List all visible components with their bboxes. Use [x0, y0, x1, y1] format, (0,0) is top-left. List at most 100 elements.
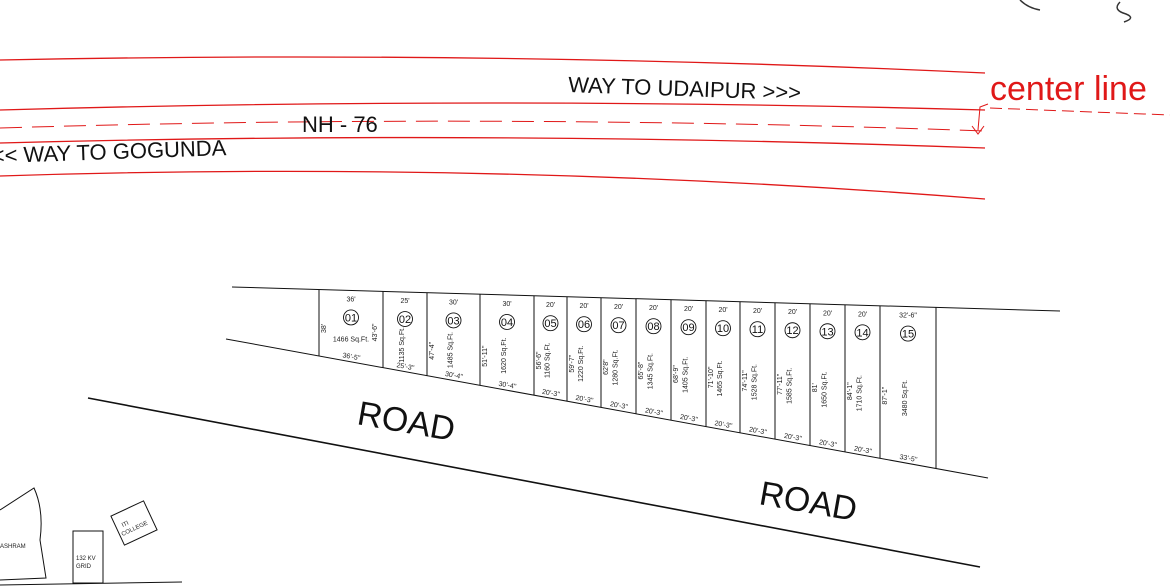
- plot-number-circle: [680, 319, 697, 336]
- plot-number: 13: [821, 326, 833, 338]
- college-building: ITI COLLEGE: [110, 500, 158, 546]
- plot-top-dimension: 20': [823, 310, 832, 317]
- plot-side-dimension: 71'-10": [708, 366, 715, 388]
- plot-number: 10: [717, 323, 729, 335]
- plot-number-circle: [900, 325, 916, 342]
- plot-top-dimension: 32'-6": [899, 313, 917, 320]
- plot-number: 09: [682, 322, 694, 334]
- plot-bottom-dimension: 20'-3": [541, 389, 560, 399]
- college-label: ITI COLLEGE: [117, 513, 149, 538]
- plot-top-dimension: 25': [400, 298, 409, 305]
- plot-area: 1220 Sq.Ft.: [578, 346, 585, 382]
- plot-top-dimension: 20': [718, 307, 727, 314]
- plot-number: 04: [501, 317, 513, 329]
- plot-side-dimension: 62'8": [603, 359, 610, 375]
- plot-number-circle: [343, 309, 359, 326]
- grid-label-text: 132 KV: [76, 556, 96, 562]
- plot-top-dimension: 20': [753, 308, 762, 315]
- plot-bottom-dimension: 36'-5": [342, 352, 361, 362]
- plot-side-dimension: 51'-11": [482, 345, 489, 367]
- ashram-outline: [0, 487, 47, 581]
- plot-number: 05: [544, 318, 556, 330]
- plot-area: 1135 Sq.Ft.: [399, 327, 406, 363]
- plot-number-circle: [784, 322, 801, 339]
- road-label-right: ROAD: [757, 474, 860, 528]
- plot-bottom-dimension: 20'-3": [679, 414, 698, 424]
- highway-center-line: [0, 120, 986, 132]
- road-line: [87, 397, 981, 568]
- plot-area: 3480 Sq.Ft.: [902, 380, 909, 416]
- plot-bottom-dimension: 33'-5": [899, 454, 918, 464]
- plot-13[interactable]: 20' 13 20'-3" 1650 Sq.Ft.81': [812, 304, 846, 452]
- plot-bottom-dimension: 20'-3": [644, 408, 663, 418]
- way-to-gogunda-label: << WAY TO GOGUNDA: [0, 135, 227, 168]
- plot-number-circle: [445, 312, 462, 329]
- block-top-line: [231, 286, 1061, 312]
- plot-block-frame: [225, 286, 1061, 479]
- plot-07[interactable]: 20' 07 20'-3" 1280 Sq.Ft.62'8": [603, 298, 637, 414]
- plot-bottom-dimension: 20'-3": [748, 426, 767, 436]
- plot-number-circle: [645, 318, 662, 335]
- plot-top-dimension: 20': [579, 303, 588, 310]
- plot-area: 1280 Sq.Ft.: [613, 349, 620, 385]
- plot-bottom-dimension: 20'-3": [818, 439, 837, 449]
- plot-number-circle: [819, 323, 836, 340]
- plot-area: 1466 Sq.Ft.: [333, 336, 369, 343]
- plot-number: 12: [786, 325, 798, 337]
- plot-number-circle: [542, 315, 559, 332]
- highway-edge-bottom: [0, 170, 986, 200]
- center-line-label-underline: [989, 107, 1170, 116]
- plot-number-circle: [749, 321, 766, 338]
- plot-number-circle: [610, 317, 627, 334]
- highway-lane-line-1: [0, 102, 986, 111]
- plot-bottom-dimension: 20'-3": [714, 420, 733, 430]
- grid-building: [72, 530, 104, 584]
- plot-area: 1485 Sq.Ft.: [448, 332, 455, 368]
- plot-bottom-dimension: 30'-4": [444, 371, 463, 381]
- plot-number: 02: [399, 314, 411, 326]
- ashram-label: ASHRAM: [0, 544, 26, 550]
- plot-top-dimension: 20': [614, 304, 623, 311]
- grid-label: 132 KV GRID: [76, 556, 97, 570]
- plot-side-dimension: 81': [812, 383, 819, 392]
- plot-area: 1345 Sq.Ft.: [648, 353, 655, 389]
- plot-area: 1650 Sq.Ft.: [822, 371, 829, 407]
- plot-number: 03: [447, 315, 459, 327]
- plot-right-dimension: 43'-6": [372, 323, 379, 341]
- highway-lane-line-2: [0, 136, 986, 149]
- plot-top-dimension: 20': [546, 302, 555, 309]
- plot-side-dimension: 74'-11": [742, 370, 749, 392]
- center-line-pointer: [971, 103, 989, 135]
- plot-number-circle: [576, 316, 592, 333]
- plot-side-dimension: 77'-11": [777, 373, 784, 395]
- plot-02[interactable]: 25' 02 25'-3"1135 Sq.Ft.: [396, 292, 428, 376]
- road-label-left: ROAD: [355, 394, 458, 448]
- landmarks: ASHRAM 132 KV GRID ITI COLLEGE: [0, 487, 183, 586]
- plot-number-circle: [854, 324, 871, 341]
- plot-bottom-dimension: 20'-3": [783, 433, 802, 443]
- plot-area: 1528 Sq.Ft.: [752, 364, 759, 400]
- plot-number: 07: [612, 320, 624, 332]
- grid-label-text-line2: GRID: [76, 564, 92, 570]
- plot-side-dimension: 65'-8": [638, 361, 645, 379]
- plot-left-dimension: 38': [321, 324, 328, 333]
- plot-12[interactable]: 20'1220'-3"1585 Sq.Ft.77'-11": [777, 303, 811, 446]
- plot-bottom-dimension: 20'-3": [609, 401, 628, 411]
- plot-bottom-dimension: 20'-3": [853, 446, 872, 456]
- plot-number: 01: [345, 312, 357, 324]
- plot-area: 1620 Sq.Ft.: [501, 337, 508, 373]
- plot-side-dimension: 68'-9": [673, 365, 680, 383]
- plot-bottom-dimension: 25'-3": [396, 362, 415, 372]
